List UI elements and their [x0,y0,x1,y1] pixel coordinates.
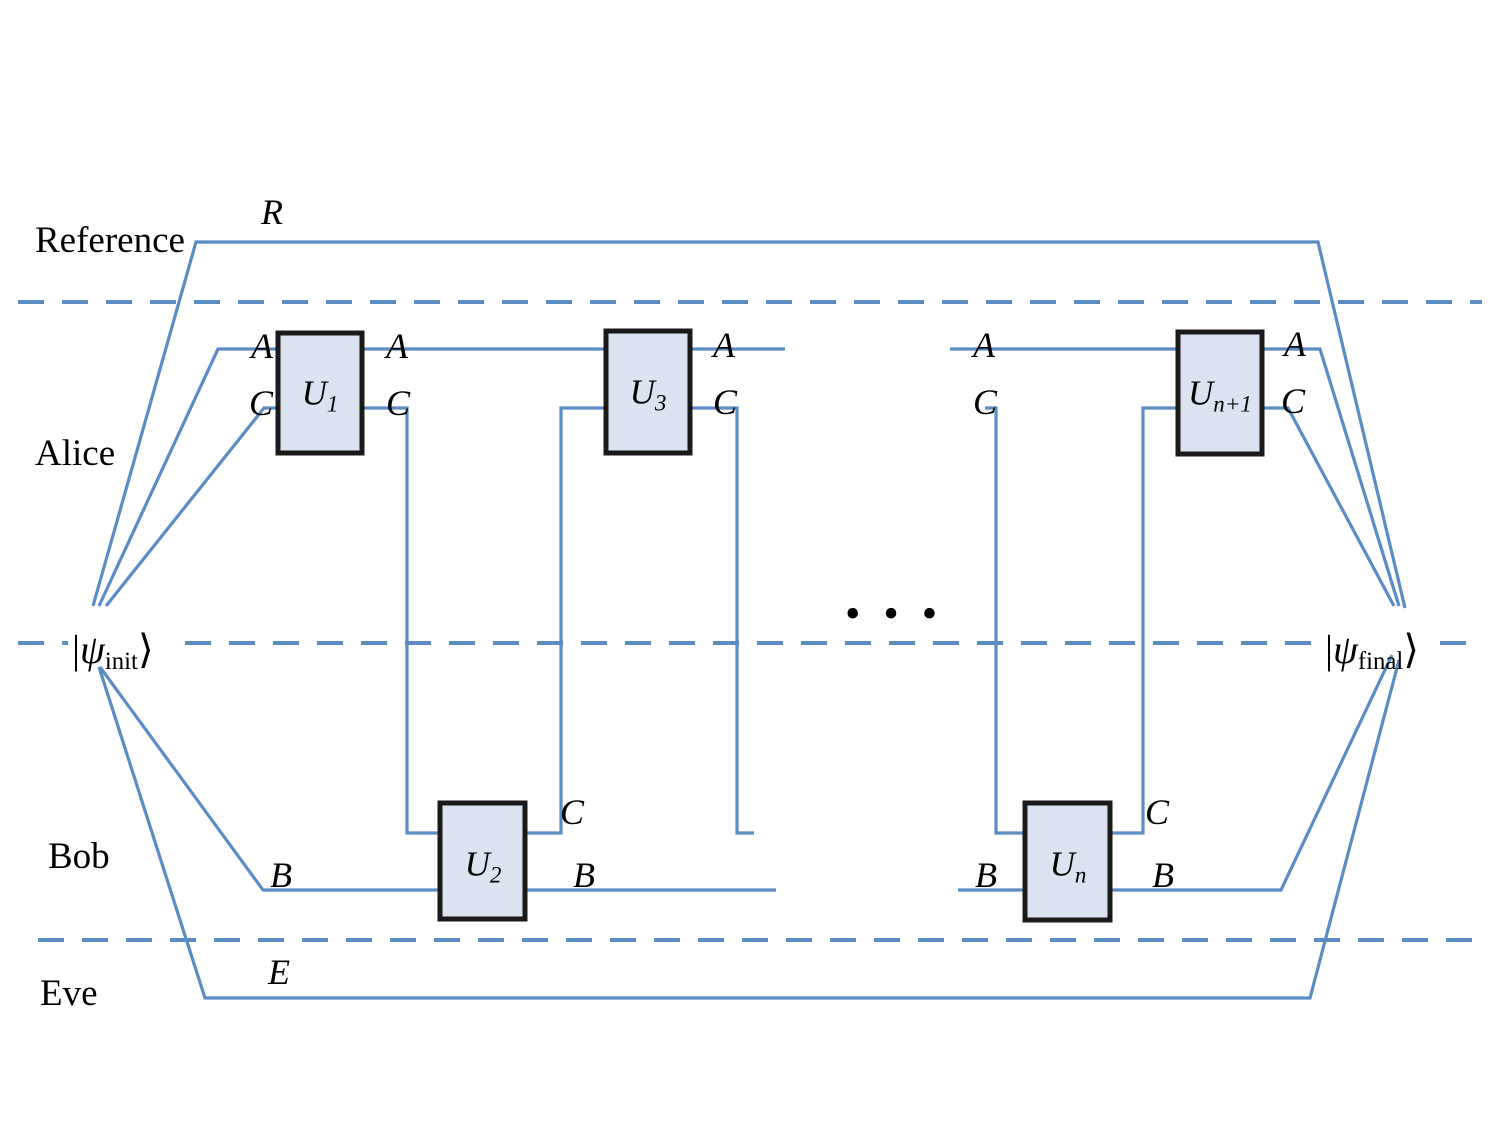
gate-box-un[interactable] [1022,800,1113,923]
psi-final-open: | [1325,627,1334,672]
party-label-alice: Alice [35,433,116,474]
wire-label-A-out-un1: A [1284,324,1306,364]
wire-C-un1-out [1262,406,1396,607]
wire-label-B-in-un: B [975,855,997,895]
party-label-eve: Eve [40,973,98,1014]
wire-label-C-out-u1: C [386,383,411,423]
wire-label-C-in-u1: C [249,383,274,423]
wire-label-A-in-un1-mid: A [973,325,995,365]
psi-init-symbol: ψ [80,627,105,672]
wire-label-B-in-u2: B [270,855,292,895]
psi-final-sub: final [1357,648,1404,676]
gate-box-u3[interactable] [603,328,693,456]
continuation-ellipsis: • • • [845,589,944,638]
wire-B-in-u2 [98,666,440,892]
wire-label-C-in-un1-mid: C [973,382,998,422]
party-label-reference: Reference [35,220,185,261]
wire-label-C-out-un: C [1145,792,1170,832]
wire-label-A-out-u1: A [386,326,408,366]
wire-label-B-out-un: B [1152,855,1174,895]
wire-B-un-out [1110,654,1394,892]
wire-C-in-u1 [104,406,278,607]
state-label-psi-init: |ψinit⟩ [72,627,154,675]
wire-label-R-top: R [261,192,283,232]
wire-label-B-out-u2: B [573,855,595,895]
psi-init-close: ⟩ [137,627,154,672]
wire-label-C-out-un1: C [1281,381,1306,421]
wire-label-C-out-u3: C [713,382,738,422]
wire-label-A-in-u1: A [251,326,273,366]
party-label-bob: Bob [48,836,110,877]
gate-box-u2[interactable] [437,800,528,922]
wire-A-un1-out [1262,347,1401,607]
state-label-psi-final: |ψfinal⟩ [1325,627,1419,675]
psi-final-close: ⟩ [1403,627,1419,672]
wire-C-un-to-un1 [1110,406,1178,835]
gate-box-u1[interactable] [275,330,365,456]
wire-reference-R [91,240,1407,609]
gate-box-un1[interactable] [1175,329,1265,457]
psi-init-sub: init [104,648,138,676]
psi-final-symbol: ψ [1333,627,1358,672]
wire-A-in-u1 [97,347,278,607]
wire-C-u2-to-u3 [525,406,606,835]
quantum-wires [91,240,1407,1000]
wire-C-to-un [985,406,1025,835]
party-dividers [18,300,1482,942]
wire-eve-E [97,659,1401,1000]
wire-label-C-out-u2: C [560,792,585,832]
wire-label-A-out-u3: A [713,325,735,365]
wire-C-u3-out [690,406,754,835]
psi-init-open: | [72,627,81,672]
wire-label-E-bottom: E [268,952,290,992]
wire-C-u1-to-u2 [362,406,440,835]
gate-boxes [275,328,1265,923]
